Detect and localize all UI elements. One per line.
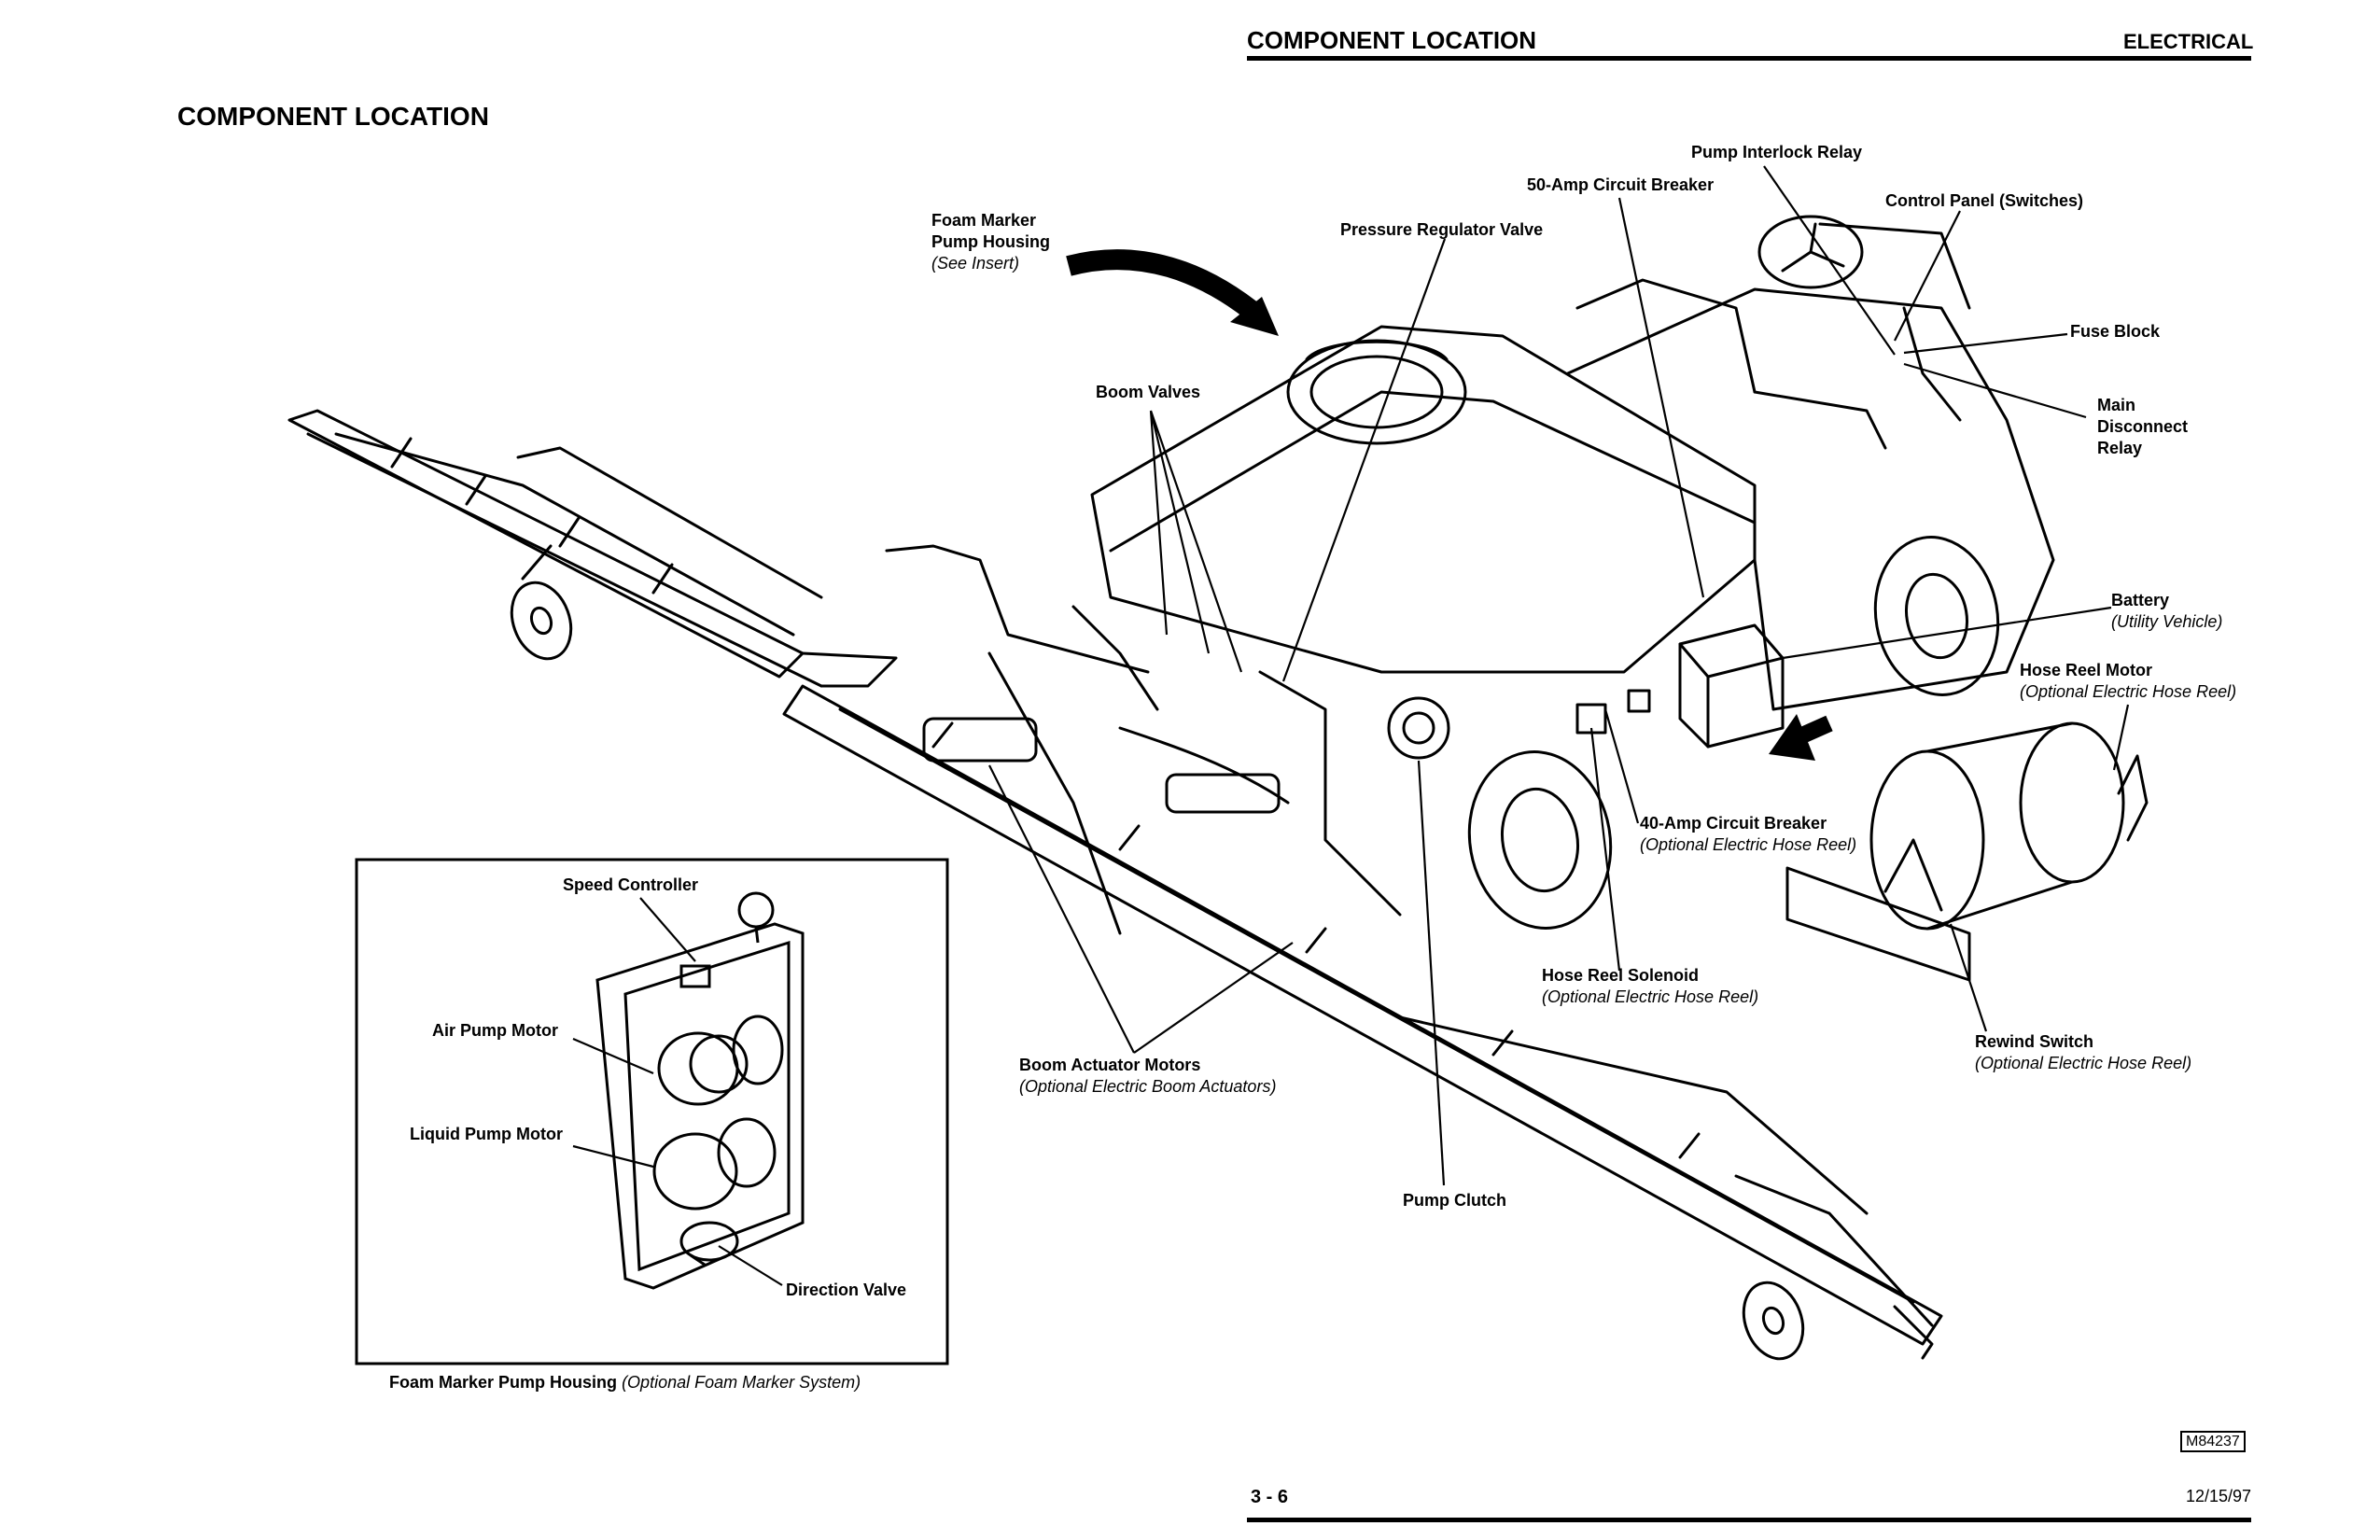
hose-reel-arrowhead bbox=[1769, 714, 1815, 761]
page-heading: COMPONENT LOCATION bbox=[177, 102, 489, 131]
right-wheel bbox=[1742, 1281, 1805, 1361]
left-wheel bbox=[510, 544, 573, 661]
insert-caption-title: Foam Marker Pump Housing bbox=[389, 1373, 618, 1392]
label-rewind-switch: Rewind Switch bbox=[1975, 1032, 2094, 1051]
label-main-disconnect-1: Main bbox=[2097, 396, 2136, 414]
insert-leader-lines bbox=[572, 897, 783, 1286]
insert-direction-valve: Direction Valve bbox=[786, 1281, 907, 1299]
label-battery-note: (Utility Vehicle) bbox=[2111, 612, 2223, 631]
label-hose-reel-motor: Hose Reel Motor bbox=[2020, 661, 2153, 679]
label-hose-reel-solenoid-note: (Optional Electric Hose Reel) bbox=[1542, 987, 1759, 1006]
insert-arrow bbox=[1066, 249, 1267, 326]
left-boom bbox=[287, 409, 898, 688]
hose-reel-solenoid bbox=[1575, 689, 1651, 735]
label-control-panel: Control Panel (Switches) bbox=[1885, 191, 2084, 210]
battery-box bbox=[1678, 623, 1785, 749]
label-circuit-breaker-40-note: (Optional Electric Hose Reel) bbox=[1640, 835, 1857, 854]
label-hose-reel-solenoid: Hose Reel Solenoid bbox=[1542, 966, 1700, 985]
leader-lines bbox=[988, 165, 2130, 1186]
page-date: 12/15/97 bbox=[2186, 1487, 2252, 1505]
label-battery: Battery bbox=[2111, 591, 2170, 609]
insert-air-pump-motor: Air Pump Motor bbox=[432, 1021, 558, 1040]
foam-housing-drawing bbox=[595, 891, 805, 1290]
label-pump-clutch: Pump Clutch bbox=[1403, 1191, 1506, 1210]
label-rewind-switch-note: (Optional Electric Hose Reel) bbox=[1975, 1054, 2192, 1072]
label-main-disconnect-2: Disconnect bbox=[2097, 417, 2189, 436]
right-boom bbox=[782, 684, 1943, 1360]
label-boom-valves: Boom Valves bbox=[1096, 383, 1201, 401]
label-foam-marker-note: (See Insert) bbox=[931, 254, 1020, 273]
header-rule bbox=[1247, 56, 2251, 61]
page-number: 3 - 6 bbox=[1251, 1487, 1289, 1507]
vehicle-body bbox=[1566, 278, 2055, 711]
steering-wheel bbox=[1757, 215, 1971, 310]
label-foam-marker-2: Pump Housing bbox=[931, 232, 1050, 251]
insert-liquid-pump-motor: Liquid Pump Motor bbox=[410, 1125, 563, 1143]
label-boom-actuator-note: (Optional Electric Boom Actuators) bbox=[1019, 1077, 1277, 1096]
label-circuit-breaker-50: 50-Amp Circuit Breaker bbox=[1527, 175, 1715, 194]
insert-caption: Foam Marker Pump Housing (Optional Foam … bbox=[389, 1373, 861, 1393]
header-section: ELECTRICAL bbox=[2123, 30, 2254, 53]
label-fuse-block: Fuse Block bbox=[2070, 322, 2161, 341]
plumbing bbox=[885, 544, 1402, 935]
insert-box bbox=[355, 858, 949, 1365]
label-pump-interlock: Pump Interlock Relay bbox=[1691, 143, 1863, 161]
vehicle-wheels bbox=[1467, 536, 2000, 930]
figure-id: M84237 bbox=[2180, 1431, 2246, 1453]
label-boom-actuator: Boom Actuator Motors bbox=[1019, 1056, 1201, 1074]
label-circuit-breaker-40: 40-Amp Circuit Breaker bbox=[1640, 814, 1827, 833]
tank bbox=[1090, 325, 1757, 674]
label-pressure-regulator: Pressure Regulator Valve bbox=[1340, 220, 1544, 239]
label-hose-reel-motor-note: (Optional Electric Hose Reel) bbox=[2020, 682, 2237, 701]
label-main-disconnect-3: Relay bbox=[2097, 439, 2143, 457]
header-title: COMPONENT LOCATION bbox=[1247, 26, 1537, 54]
pump-clutch bbox=[1387, 696, 1450, 760]
insert-arrowhead bbox=[1230, 297, 1279, 336]
footer-rule bbox=[1247, 1518, 2251, 1522]
insert-caption-note: (Optional Foam Marker System) bbox=[622, 1373, 861, 1392]
insert-speed-controller: Speed Controller bbox=[563, 875, 699, 894]
label-foam-marker-1: Foam Marker bbox=[931, 211, 1037, 230]
